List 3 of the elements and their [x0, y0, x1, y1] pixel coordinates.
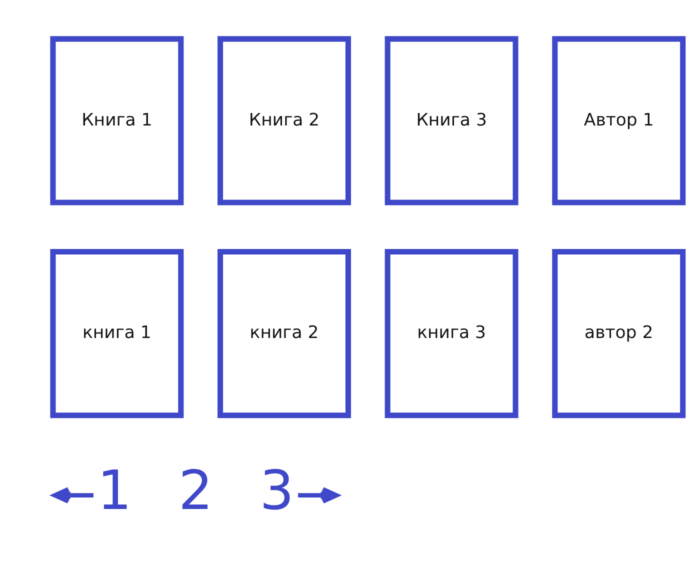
node-text: 1: [97, 458, 132, 522]
node-text: 2: [178, 458, 213, 522]
node-text: 3: [260, 458, 294, 522]
